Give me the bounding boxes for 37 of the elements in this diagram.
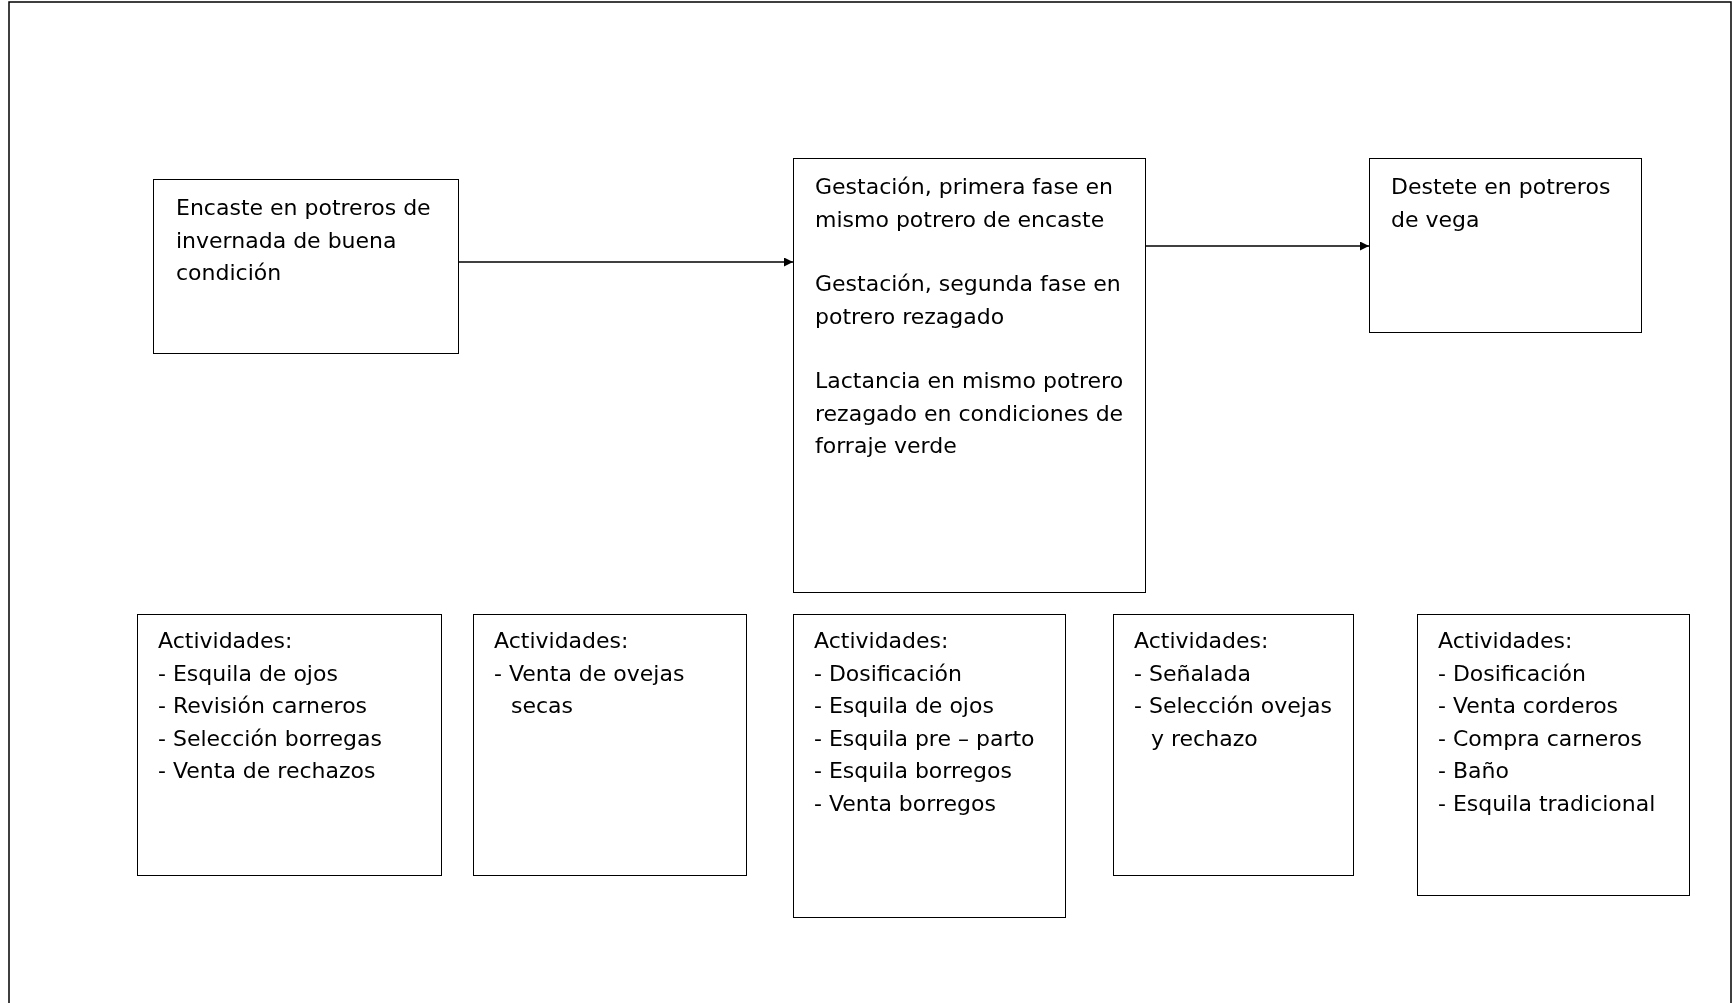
activity-heading: Actividades:	[814, 627, 950, 655]
arrow	[458, 257, 794, 267]
activity-heading: Actividades:	[494, 627, 630, 655]
activity-box	[137, 614, 442, 876]
activity-item: - Compra carneros	[1438, 724, 1643, 753]
stage-text: Gestación, primera fase en mismo potrero de encaste	[815, 173, 1115, 234]
activity-item: - Selección ovejas y rechazo	[1134, 692, 1333, 753]
activity-item: - Revisión carneros	[158, 692, 369, 720]
activity-item: - Venta de ovejas secas	[494, 659, 686, 720]
activity-item: - Selección borregas	[158, 724, 383, 753]
stage-box	[793, 158, 1146, 593]
activity-box	[1113, 614, 1354, 876]
stage-box	[1369, 158, 1642, 333]
activity-item: - Esquila de ojos	[814, 692, 995, 720]
stage-text: Gestación, segunda fase en potrero rezagado	[815, 270, 1122, 331]
activity-item: - Esquila tradicional	[1438, 789, 1657, 818]
activity-item: - Esquila borregos	[814, 757, 1013, 785]
activity-item: - Señalada	[1134, 659, 1252, 688]
activity-item: - Venta de rechazos	[158, 757, 377, 785]
activity-item: - Esquila de ojos	[158, 659, 339, 688]
activity-box	[1417, 614, 1690, 896]
activity-item: - Dosificación	[814, 659, 963, 688]
arrow	[1145, 241, 1370, 251]
activity-item: - Venta corderos	[1438, 692, 1620, 720]
activity-item: - Baño	[1438, 757, 1510, 785]
activity-heading: Actividades:	[158, 627, 294, 655]
activity-box	[793, 614, 1066, 918]
stage-box	[153, 179, 459, 354]
activity-heading: Actividades:	[1438, 627, 1574, 655]
stage-text: Destete en potreros de vega	[1391, 173, 1612, 234]
stage-text: Encaste en potreros de invernada de buena condición	[176, 194, 432, 287]
activity-heading: Actividades:	[1134, 627, 1270, 655]
activity-item: - Venta borregos	[814, 789, 997, 818]
activity-item: - Esquila pre – parto	[814, 724, 1036, 753]
activity-box	[473, 614, 747, 876]
stage-text: Lactancia en mismo potrero rezagado en condiciones de forraje verde	[815, 367, 1125, 460]
activity-item: - Dosificación	[1438, 659, 1587, 688]
